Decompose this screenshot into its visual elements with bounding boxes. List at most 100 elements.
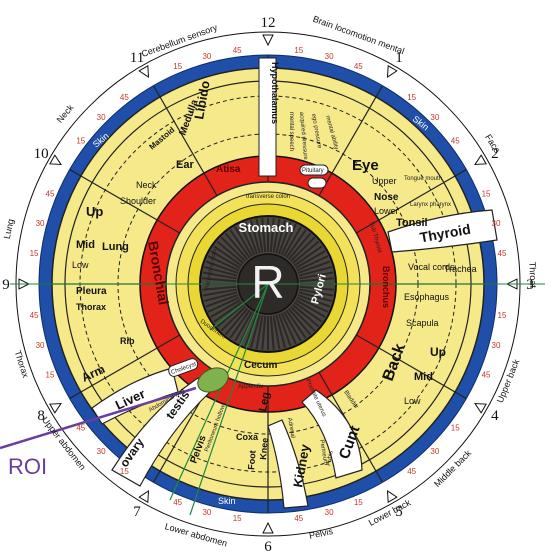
roi-ellipse (197, 367, 229, 393)
lung-label-inner: Lung (102, 241, 129, 253)
region-label-face: Face (483, 132, 502, 154)
degree-label: 30 (430, 113, 439, 122)
pupil-spoke (293, 301, 323, 323)
degree-label: 45 (120, 93, 129, 102)
degree-label: 15 (354, 498, 363, 507)
neck-label: Neck (136, 180, 157, 190)
sector-line (69, 334, 180, 400)
clock-marker-triangle (262, 521, 274, 534)
nose-label: Nose (374, 192, 399, 203)
pupil-spoke (297, 294, 331, 308)
pineal-pill (307, 177, 327, 189)
low-label-right: Low (404, 396, 421, 406)
clock-marker-triangle (49, 154, 62, 166)
clock-marker-triangle (262, 34, 274, 47)
pupil-spoke (280, 312, 297, 345)
pupil-spoke (202, 277, 237, 283)
kidney-lobe (267, 419, 309, 509)
pupil-spoke (203, 265, 238, 277)
thyroid-lobe (387, 209, 498, 253)
degree-label: 45 (451, 136, 460, 145)
pupil-spoke (287, 232, 312, 261)
spoke-line-3 (209, 283, 269, 331)
up-label-left: Up (86, 204, 103, 219)
degree-label: 15 (30, 249, 39, 258)
sector-line (69, 168, 180, 234)
clock-number-1: 1 (395, 50, 403, 66)
pupil-spoke (234, 311, 253, 342)
knee-label: Knee (258, 437, 270, 460)
pupil-spoke (207, 296, 240, 313)
degree-label: 15 (482, 190, 491, 199)
pupil-spoke (296, 255, 329, 272)
pupil-spoke (213, 301, 243, 323)
hypothalamus-label: Hypothalamus (270, 62, 280, 124)
degree-label: 30 (492, 219, 501, 228)
clock-number-9: 9 (2, 277, 10, 293)
pupil-spokes (202, 218, 334, 350)
pupil-spoke (280, 223, 297, 256)
leg-label: Leg (257, 391, 272, 412)
cholecyst-pill (168, 358, 199, 377)
pupil-spoke (272, 315, 281, 350)
atisa-label: Atisa (216, 164, 241, 175)
hypothalamus-band (258, 57, 277, 177)
degree-label: 30 (430, 447, 439, 456)
pupil-spoke (293, 245, 323, 267)
degree-label: 45 (233, 46, 242, 55)
pupil-spoke (283, 311, 302, 342)
degree-label: 30 (97, 113, 106, 122)
clock-number-7: 7 (133, 504, 141, 520)
esophagus-label: Esophagus (404, 292, 450, 302)
degree-label: 30 (97, 447, 106, 456)
degree-label: 15 (294, 46, 303, 55)
clock-number-8: 8 (37, 408, 45, 424)
pupil-spoke (220, 305, 247, 332)
pupil-spoke (289, 305, 316, 332)
vocal-cords-label: Vocal cords (408, 262, 455, 272)
pupil-spoke (298, 291, 333, 303)
pupil-spoke (255, 315, 264, 350)
roi-arrow (0, 386, 197, 450)
pupil-spoke (291, 240, 320, 265)
degree-label: 45 (46, 190, 55, 199)
pupil-spoke (299, 277, 334, 283)
lower-label: Lower (374, 206, 399, 216)
pupil-spoke (203, 291, 238, 303)
clock-number-4: 4 (491, 408, 499, 424)
pupil-spoke (285, 229, 307, 259)
clock-number-5: 5 (395, 504, 403, 520)
sector-line (318, 85, 384, 196)
pupil-spoke (289, 236, 316, 263)
pupil-spoke (244, 221, 258, 255)
transverse-colon-label: transverse colon (246, 194, 290, 200)
pupil-spoke (287, 307, 312, 336)
degree-label: 15 (451, 424, 460, 433)
spoke-line-2 (189, 283, 269, 516)
stomach-label: Stomach (239, 220, 294, 235)
pupil-spoke (285, 309, 307, 339)
pupil-spoke (278, 221, 292, 255)
pubis-label: Pubis (326, 451, 335, 467)
degree-label: 45 (498, 249, 507, 258)
pupil-spoke (275, 314, 287, 349)
clock-number-6: 6 (264, 539, 272, 555)
pupil-spoke (205, 294, 239, 308)
degree-label: 15 (173, 62, 182, 71)
pupil-spoke (229, 229, 251, 259)
region-label-lung: Lung (2, 218, 16, 240)
pupil-spoke (278, 313, 292, 347)
foot-label: Foot (246, 450, 258, 470)
trachea-label: Trachea (444, 264, 477, 274)
degree-label: 30 (325, 52, 334, 61)
degree-label: 45 (482, 370, 491, 379)
clock-number-11: 11 (130, 50, 144, 66)
degree-label: 45 (294, 514, 303, 523)
degree-label: 30 (36, 219, 45, 228)
pupil-spoke (202, 285, 237, 291)
region-label-neck: Neck (55, 102, 76, 125)
pupil-spoke (239, 223, 256, 256)
sector-line (356, 334, 467, 400)
pupil-spoke (255, 218, 264, 253)
clock-number-3: 3 (526, 277, 534, 293)
